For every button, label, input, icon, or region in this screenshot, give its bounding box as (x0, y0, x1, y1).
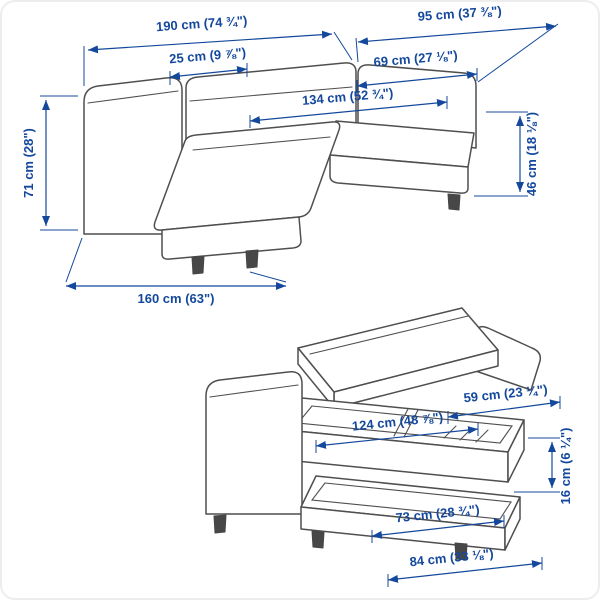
chaise-leg-left (191, 255, 205, 275)
chaise-front (161, 216, 302, 260)
dim-label-armrest-height: 71 cm (28") (21, 128, 36, 198)
armrest-open (205, 371, 303, 515)
ext-line (355, 37, 359, 63)
dim-line (315, 426, 479, 449)
ext-line (249, 271, 287, 283)
dim-label-storage-height: 16 cm (6 ¼") (558, 428, 573, 505)
dim-label-chaise-depth: 160 cm (63") (138, 291, 215, 306)
dim-label-right-seat-depth: 69 cm (27 ⅛") (373, 47, 458, 69)
dim-armrest-height: 71 cm (28") (21, 95, 78, 231)
chaise-leg-right (245, 249, 259, 269)
dim-outer-width: 84 cm (33 ⅛") (387, 546, 543, 587)
lid-seam (309, 315, 469, 355)
armrest-open-seam (209, 384, 299, 398)
front-box-leg-right (454, 542, 468, 561)
dim-label-total-width: 190 cm (74 ¾") (156, 13, 248, 34)
dim-right-module-width: 95 cm (37 ⅜") (355, 3, 559, 83)
dim-line (249, 98, 448, 125)
dim-armrest-width: 25 cm (9 ⅞") (169, 45, 248, 85)
dim-label-outer-width: 84 cm (33 ⅛") (409, 546, 494, 570)
dim-line (447, 399, 561, 420)
dim-line (357, 22, 557, 46)
right-seat-front (329, 154, 469, 194)
chaise-top-seam (192, 136, 331, 151)
back-cushion-seam (189, 86, 353, 102)
dim-storage-height: 16 cm (6 ¼") (514, 428, 573, 505)
dim-back-height: 46 cm (18 ⅛") (474, 111, 539, 197)
dim-label-back-height: 46 cm (18 ⅛") (524, 112, 539, 196)
dim-line (169, 66, 248, 80)
dim-label-armrest-width: 25 cm (9 ⅞") (169, 45, 247, 67)
dim-line (387, 560, 543, 583)
armrest-top-seam (87, 90, 179, 104)
dim-line (356, 71, 478, 89)
storage-hatch-3 (475, 429, 489, 443)
front-box-leg-left (311, 530, 325, 549)
right-seat-leg (447, 193, 461, 211)
dim-right-seat-depth: 69 cm (27 ⅛") (356, 47, 478, 93)
armrest (83, 77, 183, 235)
ext-line (65, 237, 83, 283)
dim-line (371, 518, 505, 539)
ext-line (477, 23, 559, 83)
dim-total-width: 190 cm (74 ¾") (83, 13, 353, 86)
dim-label-seat-width: 59 cm (23 ¼") (463, 382, 548, 406)
closed-view-drawing: 71 cm (28") 190 cm (74 ¾") 95 cm (37 ⅜")… (21, 3, 559, 306)
front-box-side (504, 496, 521, 551)
storage-side (507, 419, 525, 483)
armrest-open-leg (213, 514, 227, 534)
dim-chaise-depth: 160 cm (63") (65, 237, 287, 306)
dim-line (87, 30, 333, 54)
ext-line (333, 31, 353, 61)
dim-label-right-module-width: 95 cm (37 ⅜") (417, 3, 502, 24)
open-view-drawing: 59 cm (23 ¼") 124 cm (48 ⅞") 16 cm (6 ¼"… (205, 307, 573, 587)
